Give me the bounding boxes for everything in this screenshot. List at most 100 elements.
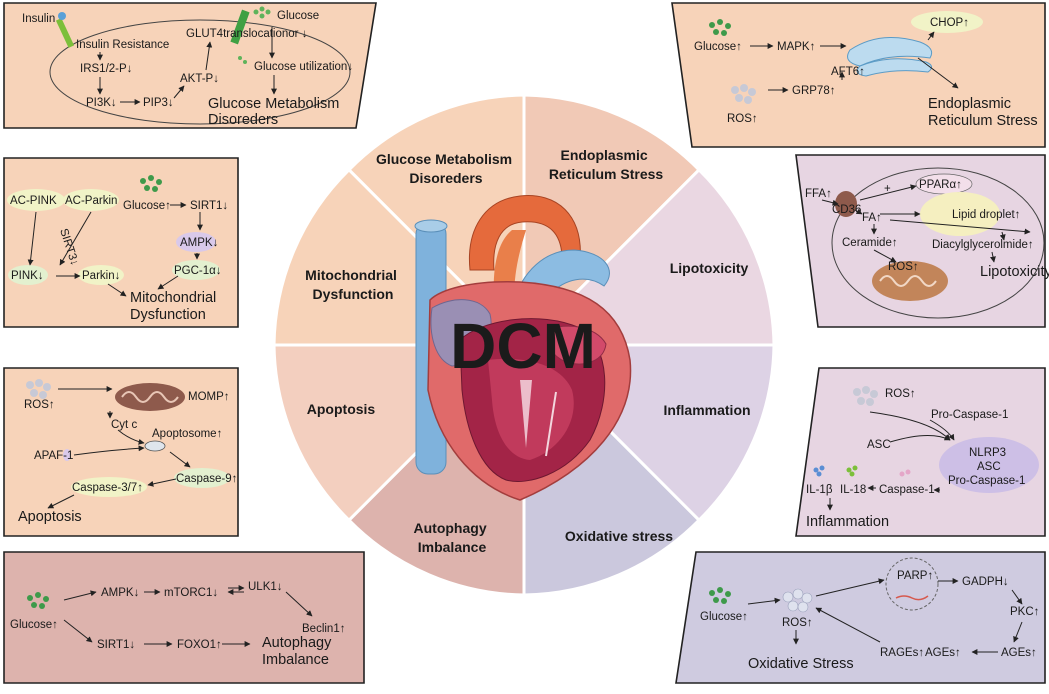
glucose-cluster-icon: [238, 6, 271, 64]
ulk1-label: ULK1↓: [248, 581, 283, 593]
segment-title-autophagy: Autophagy Imbalance: [414, 520, 491, 555]
ventricle-muscle: [488, 358, 574, 460]
beclin-label: Beclin1↑: [302, 623, 345, 635]
nlrp3-label: NLRP3: [969, 447, 1006, 459]
glucose-cluster-icon: [709, 19, 731, 36]
momp-label: MOMP↑: [188, 391, 230, 403]
ac-pink-label: AC-PINK: [10, 195, 57, 207]
segment-title-autophagy-line1: Autophagy: [414, 520, 487, 536]
segment-title-oxidative: Oxidative stress: [565, 528, 673, 544]
procasp-label: Pro-Caspase-1: [931, 409, 1008, 421]
glucose-panel-arrows: [97, 27, 277, 105]
insulin-receptor-icon: [55, 18, 75, 48]
valve-chord-2: [545, 391, 557, 457]
sirt1-label: SIRT1↓: [97, 639, 135, 651]
glut4-label: GLUT4translocationor ↓: [186, 28, 307, 40]
mito-result-line1: Mitochondrial: [130, 290, 216, 306]
glucose-cluster-icon: [27, 592, 49, 609]
akt-label: AKT-P↓: [180, 73, 219, 85]
nlrp3-asc-label: ASC: [977, 461, 1001, 473]
nucleus-icon: [885, 557, 939, 611]
segment-title-mitochondrial: Mitochondrial Dysfunction: [305, 267, 401, 302]
panel-mitochondrial: AC-PINK AC-Parkin Glucose↑ SIRT1↓ SIRT3↓…: [3, 157, 239, 328]
irs-label: IRS1/2-P↓: [80, 63, 132, 75]
ceramide-label: Ceramide↑: [842, 237, 898, 249]
il1b-label: IL-1β: [806, 484, 833, 496]
ros-label: ROS↑: [888, 261, 919, 273]
insulin-label: Insulin: [22, 13, 55, 25]
glucose-label: Glucose↑: [10, 619, 58, 631]
vena-cava-top: [414, 219, 448, 233]
ages2-label: AGEs↑: [925, 647, 961, 659]
glucose-label: Glucose↑: [694, 41, 742, 53]
ac-pink-bubble: [7, 189, 65, 211]
segment-title-er-line2: Reticulum Stress: [549, 166, 664, 182]
glucose-result-line2: Disoreders: [208, 112, 278, 128]
ros-label: ROS↑: [727, 113, 758, 125]
glucose-label: Glucose↑: [700, 611, 748, 623]
segment-title-inflammation: Inflammation: [663, 402, 750, 418]
glut4-icon: [230, 9, 250, 45]
ros-label: ROS↑: [885, 388, 916, 400]
casp37-label: Caspase-3/7↑: [72, 482, 143, 494]
dcm-title: DCM: [450, 310, 596, 382]
segment-title-lipotoxicity: Lipotoxicity: [670, 260, 749, 276]
mito-result-line2: Dysfunction: [130, 307, 206, 323]
pkc-label: PKC↑: [1010, 606, 1039, 618]
glucose-utilization-label: Glucose utilization↓: [254, 61, 353, 73]
panel-glucose-metabolism: Insulin Insulin Resistance IRS1/2-P↓ PI3…: [3, 2, 377, 129]
ffa-label: FFA↑: [805, 188, 832, 200]
parkin-bubble: [78, 265, 124, 285]
cd36-label: CD36: [832, 204, 861, 216]
il18-label: IL-18: [840, 484, 866, 496]
glucose-cluster-icon: [140, 175, 162, 192]
parkin-label: Parkin↓: [82, 270, 120, 282]
oxidative-panel-arrows: [747, 578, 1023, 655]
heart-illustration: [414, 195, 632, 501]
il18-icon: [846, 465, 858, 477]
apaf-icon: [63, 449, 71, 461]
mito-panel-arrows: [27, 202, 203, 297]
gadph-label: GADPH↓: [962, 576, 1009, 588]
casp37-bubble: [71, 477, 147, 497]
oxidative-result: Oxidative Stress: [748, 656, 854, 672]
autophagy-panel-arrows: [63, 585, 313, 647]
plus-label: +: [884, 183, 891, 195]
segment-title-apoptosis: Apoptosis: [307, 401, 376, 417]
mitochondrion-cristae: [879, 275, 937, 287]
ros-label: ROS↑: [24, 399, 55, 411]
inflammation-panel-arrows: [827, 411, 955, 511]
cd36-icon: [835, 191, 857, 217]
autophagy-result-line2: Imbalance: [262, 652, 329, 668]
segment-title-glucose: Glucose Metabolism Disoreders: [376, 151, 516, 186]
ampk-label: AMPK↓: [180, 237, 218, 249]
chop-label: CHOP↑: [930, 17, 969, 29]
valve-chord: [520, 380, 532, 448]
apoptosome-label: Apoptosome↑: [152, 428, 222, 440]
ac-parkin-label: AC-Parkin: [65, 195, 117, 207]
panel-autophagy: Glucose↑ AMPK↓ mTORC1↓ ULK1↓ Beclin1↑ SI…: [3, 551, 365, 684]
panel-lipotoxicity: FFA↑ CD36 + PPARα↑ FA↑ Lipid droplet↑ Ce…: [795, 154, 1049, 328]
er-result-line1: Endoplasmic: [928, 96, 1011, 112]
dna-icon: [895, 595, 929, 601]
panel-apoptosis: ROS↑ MOMP↑ Cyt c Apoptosome↑ APAF-1 Casp…: [3, 367, 239, 537]
panel-er-stress: Glucose↑ MAPK↑ CHOP↑ AFT6↑ ROS↑ GRP78↑ E…: [671, 2, 1046, 148]
ages-label: AGEs↑: [1001, 647, 1037, 659]
lipo-result: Lipotoxicity: [980, 264, 1049, 280]
apaf-label: APAF-1: [34, 450, 73, 462]
glucose-cluster-icon: [709, 587, 731, 604]
apoptosis-panel-arrows: [47, 386, 191, 509]
lipid-droplet-icon: [920, 192, 1000, 236]
il1b-icon: [813, 465, 825, 477]
segment-titles: Glucose Metabolism Disoreders Endoplasmi…: [305, 147, 750, 555]
endoplasmic-reticulum-icon: [847, 37, 933, 67]
segment-title-autophagy-line2: Imbalance: [418, 539, 487, 555]
casp9-label: Caspase-9↑: [176, 473, 237, 485]
pi3k-label: PI3K↓: [86, 97, 117, 109]
segment-title-mitochondrial-line2: Dysfunction: [313, 286, 394, 302]
ampk-label: AMPK↓: [101, 587, 139, 599]
pink-label: PINK↓: [11, 270, 44, 282]
apoptosis-result: Apoptosis: [18, 509, 82, 525]
